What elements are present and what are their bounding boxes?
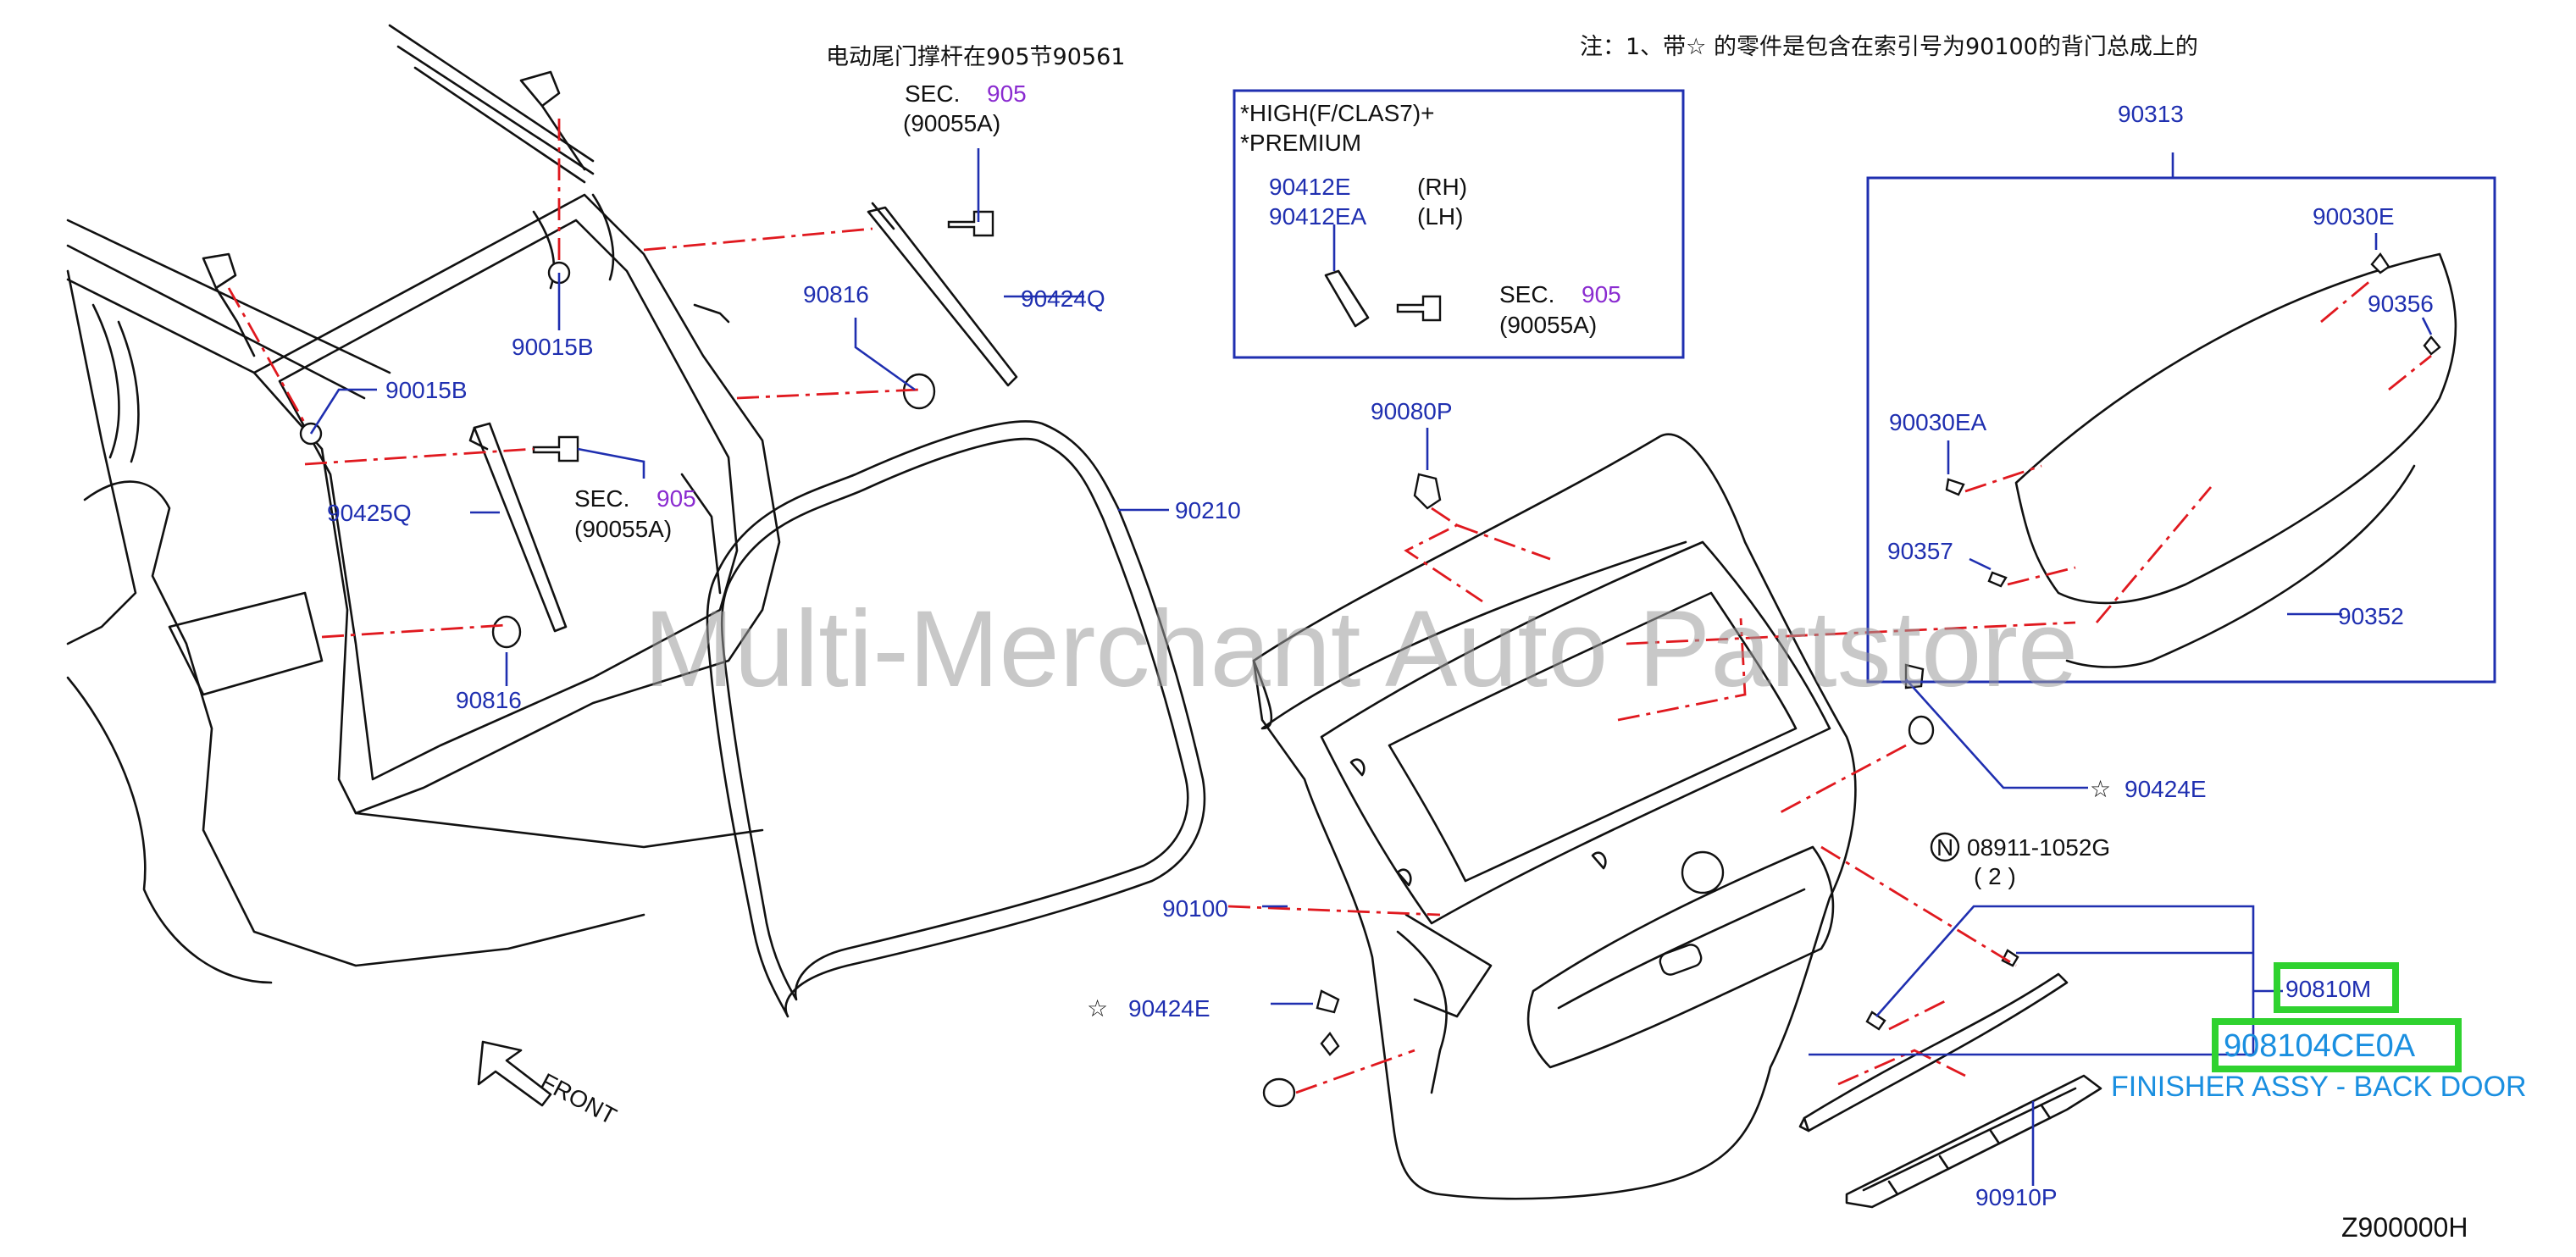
label-90424q: 90424Q — [1021, 285, 1105, 312]
back-glass-drawing — [1945, 252, 2457, 668]
label-90810m: 90810M — [2285, 976, 2371, 1002]
sec-ref-top: (90055A) — [903, 110, 1000, 136]
label-90910p: 90910P — [1975, 1184, 2058, 1210]
label-lh: (LH) — [1417, 203, 1463, 230]
inset-bracket-drawing — [1324, 224, 1442, 328]
n-mark-circle — [1930, 832, 1960, 862]
label-90357: 90357 — [1887, 538, 1953, 564]
header-note: 注：1、带☆ 的零件是包含在索引号为90100的背门总成上的 — [1580, 34, 2198, 60]
label-90080p: 90080P — [1371, 398, 1453, 424]
label-90210: 90210 — [1175, 497, 1241, 523]
label-90816-top: 90816 — [803, 281, 869, 307]
sec-num-mid: 905 — [656, 485, 696, 512]
sec-word-top: SEC. — [905, 80, 960, 107]
label-908104ce0a: 908104CE0A — [2224, 1028, 2416, 1064]
weatherstrip-drawing — [706, 420, 1206, 1018]
label-90313: 90313 — [2118, 101, 2184, 127]
star-left: ☆ — [1087, 995, 1108, 1022]
sec-word-inset: SEC. — [1499, 281, 1554, 307]
label-90412e: 90412E — [1269, 174, 1351, 200]
label-90424e-left: 90424E — [1128, 995, 1210, 1022]
diagram-id: Z900000H — [2341, 1212, 2468, 1243]
small-parts — [1262, 473, 1935, 1108]
inset-line2: *PREMIUM — [1240, 130, 1361, 156]
highlight-908104ce0a — [2212, 1018, 2462, 1072]
sec-word-mid: SEC. — [574, 485, 629, 512]
label-rh: (RH) — [1417, 174, 1467, 200]
label-90424e-right: 90424E — [2125, 776, 2207, 802]
label-90030ea: 90030EA — [1889, 409, 1987, 435]
label-08911: 08911-1052G — [1967, 834, 2110, 861]
label-90352: 90352 — [2338, 603, 2404, 629]
label-90816-bottom: 90816 — [456, 687, 522, 713]
assembly-lines — [227, 119, 2432, 1094]
back-door-drawing — [1252, 433, 1857, 1200]
sec-ref-inset: (90055A) — [1499, 312, 1597, 338]
label-90100: 90100 — [1162, 895, 1228, 922]
label-90030e: 90030E — [2313, 203, 2395, 230]
vehicle-body-drawing — [66, 24, 781, 984]
sec-num-top: 905 — [987, 80, 1027, 107]
label-qty: ( 2 ) — [1974, 863, 2016, 889]
label-90425q: 90425Q — [327, 500, 412, 526]
sec-ref-mid: (90055A) — [574, 516, 672, 542]
label-90015b-top: 90015B — [512, 334, 594, 360]
label-finisher: FINISHER ASSY - BACK DOOR — [2111, 1071, 2527, 1103]
label-90412ea: 90412EA — [1269, 203, 1367, 230]
label-90015b-mid: 90015B — [385, 377, 468, 403]
highlight-90810m — [2274, 962, 2399, 1013]
n-mark: N — [1936, 834, 1953, 861]
sec-num-inset: 905 — [1582, 281, 1621, 307]
label-front: FRONT — [536, 1068, 621, 1130]
front-arrow — [477, 1040, 552, 1107]
finisher-drawing — [1798, 949, 2102, 1209]
strut-note: 电动尾门撑杆在905节90561 — [826, 44, 1125, 70]
label-90356: 90356 — [2368, 291, 2434, 317]
leader-lines — [309, 89, 2496, 1186]
watermark: Multi-Merchant Auto Partstore — [644, 589, 2078, 710]
star-right: ☆ — [2090, 776, 2111, 802]
inset-line1: *HIGH(F/CLAS7)+ — [1240, 100, 1435, 126]
